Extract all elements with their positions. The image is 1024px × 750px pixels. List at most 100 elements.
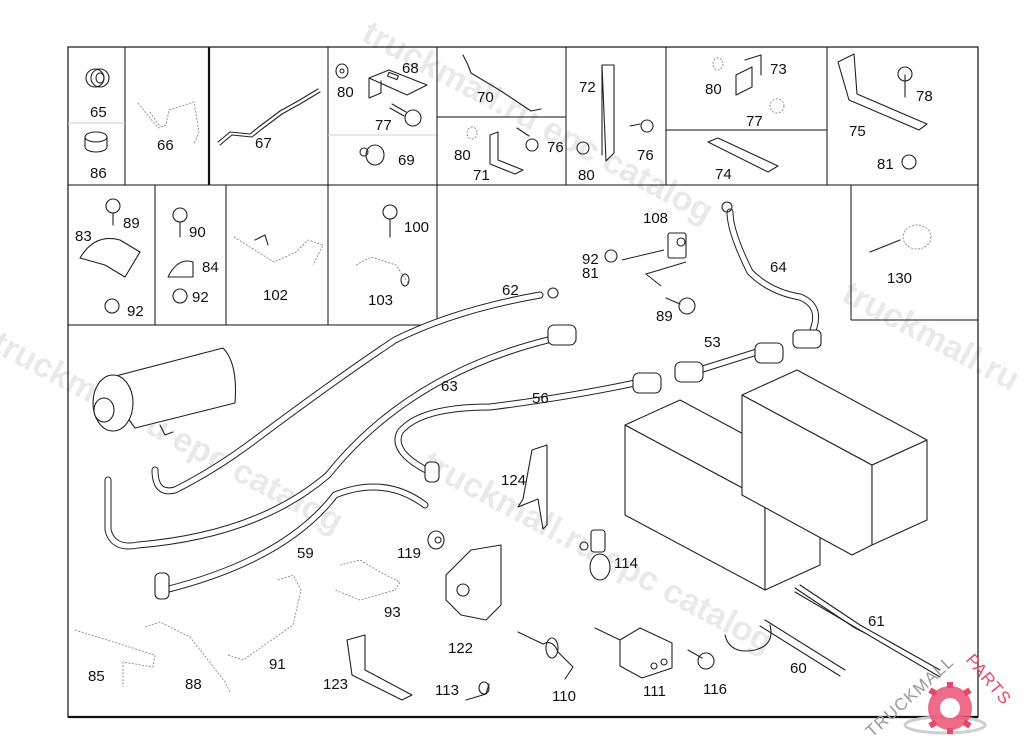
part-59-cable [154, 483, 429, 600]
callout-108: 108 [643, 210, 668, 227]
part-53-cable [674, 342, 784, 383]
callout-80: 80 [454, 147, 471, 164]
callout-labels: 65 86 66 67 80 68 77 69 70 80 71 76 72 8… [75, 60, 933, 705]
part-110-heater-plug [517, 631, 574, 680]
watermark-text: truckmall.ru epc catalog [356, 14, 719, 231]
part-71-angle-bracket [466, 126, 539, 175]
callout-113: 113 [435, 682, 459, 699]
callout-84: 84 [202, 259, 219, 276]
callout-66: 66 [157, 137, 174, 154]
part-63-cable [104, 324, 577, 550]
part-108-bracket [604, 232, 696, 315]
callout-76: 76 [637, 147, 654, 164]
part-83-clamp [79, 198, 141, 314]
callout-111: 111 [643, 683, 666, 700]
callout-102: 102 [263, 287, 288, 304]
callout-81: 81 [877, 156, 894, 173]
starter-motor [92, 347, 237, 436]
part-123-angle-bracket [346, 634, 413, 701]
part-67-harness-bracket [217, 88, 321, 146]
callout-65: 65 [90, 104, 107, 121]
callout-89: 89 [656, 308, 673, 325]
callout-68: 68 [402, 60, 419, 77]
callout-116: 116 [703, 681, 727, 698]
callout-70: 70 [477, 89, 494, 106]
callout-93: 93 [384, 604, 401, 621]
battery-2 [741, 369, 928, 556]
callout-124: 124 [501, 472, 526, 489]
part-102-bracket [233, 234, 324, 266]
part-77-bolt [389, 103, 422, 127]
callout-80: 80 [705, 81, 722, 98]
callout-61: 61 [868, 613, 885, 630]
callout-85: 85 [88, 668, 105, 685]
callout-76: 76 [547, 139, 564, 156]
part-56-cable [394, 372, 662, 483]
part-93-bracket [334, 559, 401, 601]
callout-71: 71 [473, 167, 490, 184]
callout-123: 123 [323, 676, 348, 693]
callout-80: 80 [337, 84, 354, 101]
watermark-layer: truckmall.ru epc catalog truckmall.ru ep… [0, 14, 1024, 661]
watermark-text: truckmall.ru epc catalog [0, 324, 349, 541]
callout-69: 69 [398, 152, 415, 169]
callout-130: 130 [887, 270, 912, 287]
part-66-bracket [137, 101, 200, 145]
callout-92: 92 [127, 303, 144, 320]
callout-73: 73 [770, 61, 787, 78]
callout-74: 74 [715, 166, 732, 183]
callout-75: 75 [849, 123, 866, 140]
callout-110: 110 [552, 688, 576, 705]
part-100-bolt [382, 204, 398, 238]
part-86-bushing [84, 131, 108, 153]
callout-119: 119 [397, 545, 421, 562]
part-74-plate [707, 137, 779, 173]
part-103-housing [355, 256, 410, 287]
part-62-cable [151, 287, 559, 495]
callout-83: 83 [75, 228, 92, 245]
part-124-bracket [517, 444, 548, 530]
part-61-strap [794, 584, 941, 678]
part-91-bracket [227, 574, 302, 661]
callout-78: 78 [916, 88, 933, 105]
callout-72: 72 [579, 79, 596, 96]
callout-77: 77 [746, 113, 763, 130]
part-80-washer [335, 63, 349, 79]
callout-86: 86 [90, 165, 107, 182]
part-130-cable-tie [869, 224, 932, 253]
part-111-relay [594, 627, 673, 679]
callout-59: 59 [297, 545, 314, 562]
callout-88: 88 [185, 676, 202, 693]
part-72-strap [576, 64, 654, 162]
part-119-washer [427, 530, 445, 550]
gear-icon [928, 682, 972, 734]
callout-81: 81 [582, 265, 599, 282]
part-64-cable [721, 201, 822, 349]
callout-92: 92 [192, 289, 209, 306]
part-73-bracket [712, 54, 785, 114]
part-85-bracket [74, 629, 156, 687]
part-114-connector [579, 529, 611, 581]
watermark-text: truckmall.ru e [836, 274, 1024, 412]
callout-89: 89 [123, 215, 140, 232]
callout-63: 63 [441, 378, 458, 395]
callout-100: 100 [404, 219, 429, 236]
part-84-clamp [167, 207, 194, 304]
callout-60: 60 [790, 660, 807, 677]
part-69-clip [359, 144, 385, 166]
callout-103: 103 [368, 292, 393, 309]
callout-53: 53 [704, 334, 721, 351]
part-60-strap [724, 619, 846, 677]
callout-77: 77 [375, 117, 392, 134]
callout-64: 64 [770, 259, 787, 276]
callout-91: 91 [269, 656, 286, 673]
part-68-bracket [368, 69, 428, 99]
part-116-bolt [687, 649, 715, 670]
callout-92: 92 [582, 251, 599, 268]
callout-67: 67 [255, 135, 272, 152]
callout-62: 62 [502, 282, 519, 299]
callout-56: 56 [532, 390, 549, 407]
part-70-bracket [462, 54, 542, 112]
part-88-bracket [144, 621, 231, 693]
